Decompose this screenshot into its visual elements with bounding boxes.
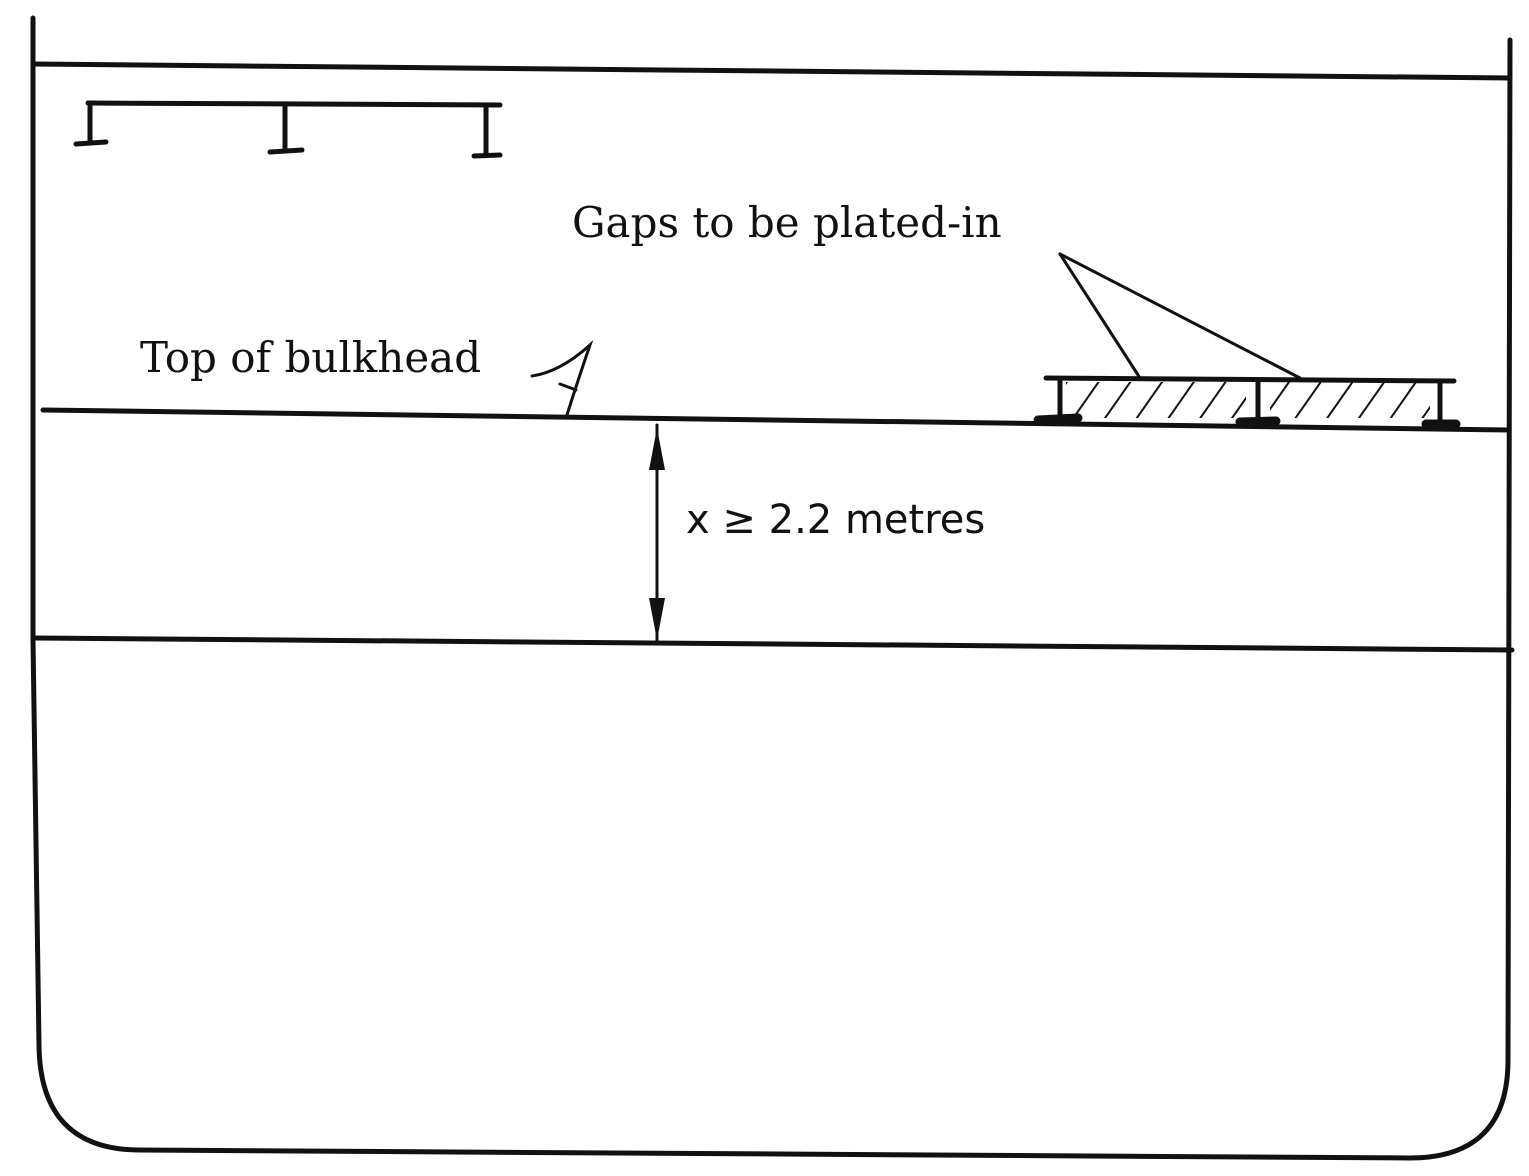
plated-gaps xyxy=(1033,375,1461,429)
height-dimension-arrow xyxy=(649,423,665,642)
height-requirement-label: x ≥ 2.2 metres xyxy=(686,497,986,543)
upper-deck xyxy=(30,61,1513,81)
tween-deck xyxy=(40,407,1511,433)
bulkhead-leader xyxy=(530,340,594,420)
gaps-label: Gaps to be plated-in xyxy=(572,198,1002,247)
deck-beams xyxy=(73,100,503,159)
lower-deck xyxy=(33,635,1515,653)
hull-outline xyxy=(30,15,1513,1161)
top-of-bulkhead-label: Top of bulkhead xyxy=(140,333,482,382)
gaps-leader-lines xyxy=(1058,252,1302,380)
